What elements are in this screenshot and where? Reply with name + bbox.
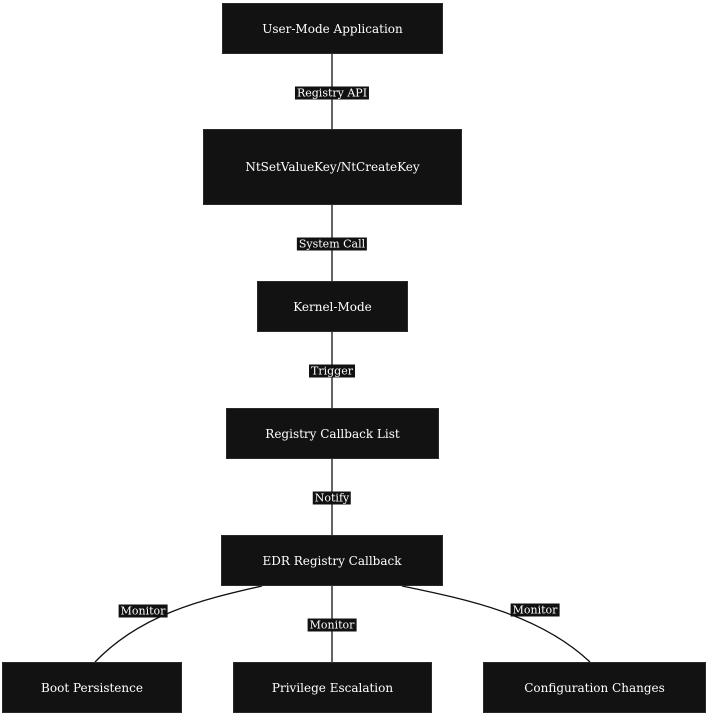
node-registry-callback-list[interactable]: Registry Callback List <box>226 408 439 459</box>
edge-label-registry-api: Registry API <box>294 86 370 100</box>
edge-label-monitor-privesc: Monitor <box>307 618 357 632</box>
edge-label-trigger: Trigger <box>309 364 355 378</box>
node-kernel-mode[interactable]: Kernel-Mode <box>257 281 408 332</box>
node-label: NtSetValueKey/NtCreateKey <box>245 160 420 174</box>
edge-label-monitor-boot: Monitor <box>118 604 168 618</box>
node-ntsetvaluekey-ntcreatekey[interactable]: NtSetValueKey/NtCreateKey <box>203 129 462 205</box>
node-label: Boot Persistence <box>41 680 143 695</box>
node-label: Privilege Escalation <box>271 680 394 695</box>
node-label: User-Mode Application <box>262 21 403 36</box>
node-configuration-changes[interactable]: Configuration Changes <box>483 662 706 713</box>
edge-label-system-call: System Call <box>296 237 368 251</box>
node-edr-registry-callback[interactable]: EDR Registry Callback <box>221 535 443 586</box>
edge-label-notify: Notify <box>312 491 352 505</box>
edge-label-monitor-config: Monitor <box>510 603 560 617</box>
node-label: Configuration Changes <box>524 680 665 695</box>
node-label: Kernel-Mode <box>293 299 372 314</box>
node-boot-persistence[interactable]: Boot Persistence <box>2 662 182 713</box>
node-label: Registry Callback List <box>265 426 400 441</box>
edge-edr-to-boot <box>94 585 263 663</box>
node-privilege-escalation[interactable]: Privilege Escalation <box>233 662 432 713</box>
edge-edr-to-config <box>401 585 591 663</box>
node-user-mode-application[interactable]: User-Mode Application <box>222 3 443 54</box>
node-label: EDR Registry Callback <box>262 553 402 568</box>
